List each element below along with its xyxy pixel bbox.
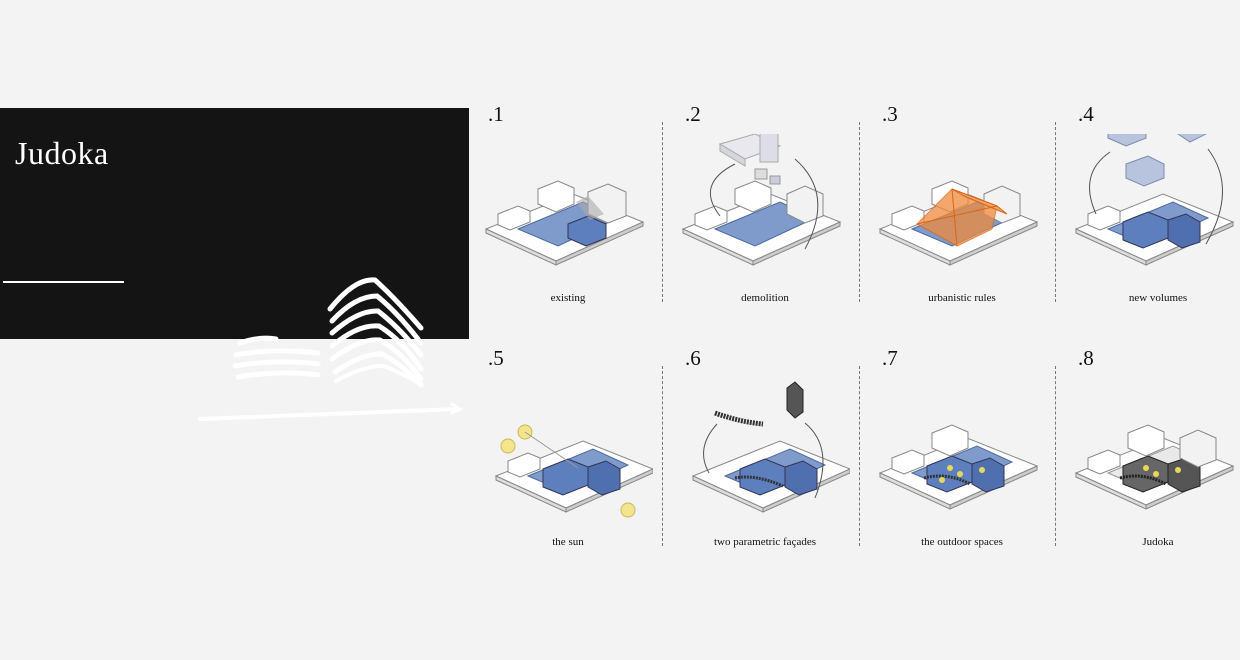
step-number: .1 [488,102,504,126]
step-two-parametric-facades: .6 two parametric façades [667,344,863,574]
step-the-sun: .5 the sun [470,344,666,574]
title-panel: Judoka [0,108,469,421]
step-number: .7 [882,346,898,370]
divider [859,366,860,546]
step-number: .6 [685,346,701,370]
step-number: .5 [488,346,504,370]
step-number: .4 [1078,102,1094,126]
site-diagram-new-volumes [1074,134,1235,266]
step-the-outdoor-spaces: .7 the outdoor spaces [864,344,1060,574]
title-underline [3,281,124,283]
divider [662,366,663,546]
steps-grid: .1 existing .2 [470,100,1240,580]
step-caption: Judoka [1142,536,1174,548]
step-caption: two parametric façades [714,536,816,548]
divider [1055,366,1056,546]
project-title: Judoka [15,135,109,171]
step-new-volumes: .4 new volumes [1060,100,1240,330]
step-number: .8 [1078,346,1094,370]
site-diagram-existing [484,180,645,266]
step-number: .2 [685,102,701,126]
step-caption: demolition [741,292,789,304]
site-diagram-the-sun [494,424,653,518]
step-judoka: .8 Judoka [1060,344,1240,574]
step-urbanistic-rules: .3 urbanistic rules [864,100,1060,330]
divider [1055,122,1056,302]
divider [662,122,663,302]
step-caption: the sun [552,536,584,548]
step-caption: existing [550,292,586,304]
site-diagram-outdoor-spaces [878,424,1039,510]
step-caption: the outdoor spaces [921,536,1003,548]
site-diagram-judoka [1074,424,1235,510]
judoka-logo-brush [198,277,464,421]
divider [859,122,860,302]
site-diagram-demolition [681,134,842,266]
step-existing: .1 existing [470,100,666,330]
step-demolition: .2 demolition [667,100,863,330]
site-diagram-parametric-facades [691,381,850,513]
site-diagram-urbanistic-rules [878,180,1039,266]
step-caption: urbanistic rules [928,292,996,304]
step-number: .3 [882,102,898,126]
step-caption: new volumes [1128,292,1188,304]
